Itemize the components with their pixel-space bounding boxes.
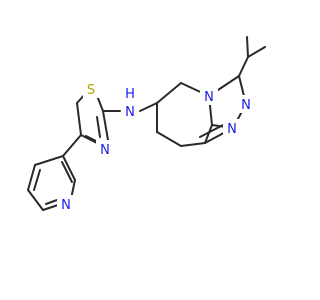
bond [247, 46, 266, 58]
amine-hydrogen-label: H [125, 87, 135, 102]
bond [246, 36, 249, 58]
bond [62, 155, 76, 181]
triazole-nitrogen-lower-label: N [227, 122, 237, 137]
thiazole-nitrogen-atom: N [96, 140, 114, 158]
structure-svg: N H S N N N N N [27, 36, 266, 213]
bond [61, 161, 73, 183]
bond [156, 131, 182, 147]
amine-nitrogen-label: N [125, 105, 135, 120]
atom-layer: N H S N N N N N [57, 80, 255, 213]
pyridine-nitrogen-label: N [61, 198, 71, 213]
bond [62, 134, 82, 157]
bond [96, 116, 101, 138]
bond [33, 169, 41, 191]
bond [34, 155, 64, 166]
bond [45, 199, 58, 205]
thiazole-nitrogen-label: N [100, 143, 110, 158]
triazole-nitrogen-upper-atom: N [237, 95, 255, 113]
molecule-diagram: N H S N N N N N [27, 36, 266, 213]
bond [204, 124, 213, 144]
thiazole-sulfur-label: S [87, 83, 95, 98]
bond [76, 102, 82, 136]
bond [180, 142, 206, 147]
bond [27, 164, 36, 191]
thiazole-sulfur-atom: S [83, 80, 99, 98]
bond [238, 56, 249, 77]
triazole-nitrogen-lower-atom: N [223, 119, 241, 137]
bond [199, 123, 226, 138]
bond [42, 204, 59, 211]
bond [156, 82, 182, 104]
bridgehead-nitrogen-label: N [204, 90, 214, 105]
bridgehead-nitrogen-atom: N [200, 87, 218, 105]
bond [102, 110, 109, 141]
bond [139, 102, 158, 112]
amine-hydrogen-atom: H [121, 84, 139, 102]
bond [27, 189, 44, 211]
triazole-nitrogen-upper-label: N [241, 98, 251, 113]
amine-nitrogen-atom: N [121, 102, 139, 120]
pyridine-nitrogen-atom: N [57, 195, 75, 213]
